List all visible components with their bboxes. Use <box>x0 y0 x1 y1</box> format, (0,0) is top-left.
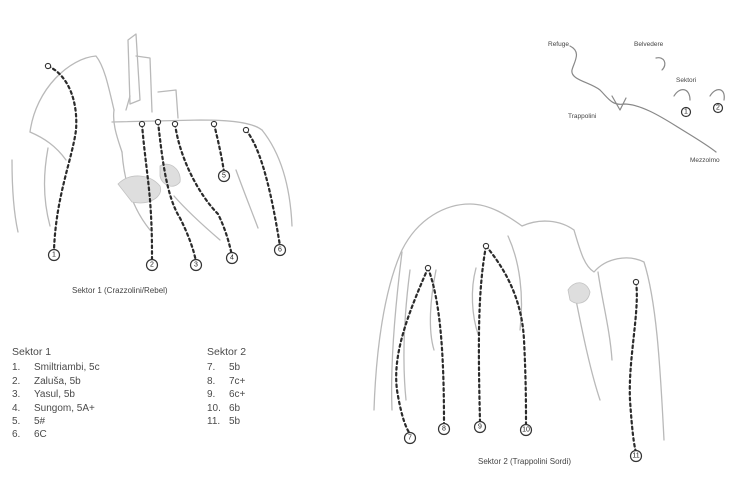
route-4-line <box>173 122 234 258</box>
route-11-line <box>628 280 638 454</box>
approach-map: Refuge Belvedere Sektori Trappolini Mezz… <box>548 41 725 164</box>
map-label-bottom-right: Mezzolmo <box>690 157 720 164</box>
sector2-rock-outline <box>373 203 665 441</box>
map-marker-1: 1 <box>680 106 692 118</box>
route-3-line <box>156 120 198 264</box>
legend-route-3: 3.Yasul, 5b <box>12 389 75 401</box>
svg-text:5: 5 <box>222 173 226 180</box>
sector1-routes <box>44 62 282 264</box>
route-6-top <box>242 126 250 134</box>
route-5-top <box>210 120 218 128</box>
route-marker-4: 4 <box>225 251 239 265</box>
legend-route-7: 7.5b <box>207 362 241 374</box>
route-marker-11: 11 <box>629 449 643 463</box>
route-marker-7: 7 <box>403 431 417 445</box>
svg-text:8: 8 <box>442 426 446 433</box>
route-marker-3: 3 <box>189 258 203 272</box>
svg-text:2: 2 <box>150 262 154 269</box>
route-5-line <box>212 122 226 174</box>
legend-route-5: 5.5# <box>12 416 46 428</box>
route-1-line <box>46 64 78 252</box>
legend-route-11: 11.5b <box>207 416 241 428</box>
legend-route-2: 2.Zaluša, 5b <box>12 375 81 387</box>
svg-text:11: 11 <box>632 453 639 460</box>
route-8-line <box>426 266 446 426</box>
map-label-top-middle: Belvedere <box>634 41 664 48</box>
map-marker-2: 2 <box>712 102 724 114</box>
route-3-top <box>154 118 162 126</box>
legend-route-1: 1.Smiltriambi, 5c <box>12 362 100 374</box>
route-9-10-top <box>482 242 490 250</box>
route-6-line <box>244 128 282 248</box>
legend-route-6: 6.6C <box>12 429 47 441</box>
svg-text:4: 4 <box>230 255 234 262</box>
route-11-top <box>632 278 640 286</box>
route-marker-6: 6 <box>273 243 287 257</box>
legend-route-8: 8.7c+ <box>207 375 246 387</box>
svg-text:3: 3 <box>194 262 198 269</box>
route-marker-5: 5 <box>217 169 231 183</box>
route-2-top <box>138 120 146 128</box>
route-9-line <box>477 244 488 424</box>
map-label-right-middle: Sektori <box>676 77 696 84</box>
legend-route-10: 10.6b <box>207 402 241 414</box>
svg-text:10: 10 <box>522 427 530 434</box>
sector1-markers: 1 2 3 4 5 6 <box>47 169 287 272</box>
route-marker-10: 10 <box>519 423 533 437</box>
map-label-middle: Trappolini <box>568 113 596 120</box>
legend-route-9: 9.6c+ <box>207 389 246 401</box>
sector2-markers: 7 8 9 10 11 <box>403 420 643 463</box>
route-marker-2: 2 <box>145 258 159 272</box>
svg-text:2: 2 <box>716 105 720 112</box>
route-10-line <box>484 244 528 428</box>
sector1-legend: Sektor 1 1.Smiltriambi, 5c 2.Zaluša, 5b … <box>12 346 100 442</box>
svg-text:7: 7 <box>408 435 412 442</box>
route-7-line <box>395 266 430 436</box>
sector1-rock-outline <box>11 33 293 241</box>
route-1-top <box>44 62 52 70</box>
route-marker-9: 9 <box>473 420 487 434</box>
route-4-top <box>171 120 179 128</box>
route-2-line <box>140 122 154 264</box>
sector1-caption: Sektor 1 (Crazzolini/Rebel) <box>72 286 168 295</box>
svg-text:6: 6 <box>278 247 282 254</box>
sector2-legend-title: Sektor 2 <box>207 346 247 358</box>
svg-text:1: 1 <box>52 252 56 259</box>
sector2-legend: Sektor 2 7.5b 8.7c+ 9.6c+ 10.6b 11.5b <box>207 346 246 428</box>
svg-text:9: 9 <box>478 424 482 431</box>
sector2-caption: Sektor 2 (Trappolini Sordi) <box>478 457 571 466</box>
legend-route-4: 4.Sungom, 5A+ <box>12 402 95 414</box>
svg-text:1: 1 <box>684 109 688 116</box>
sector1-legend-title: Sektor 1 <box>12 346 52 358</box>
route-marker-1: 1 <box>47 248 61 262</box>
route-marker-8: 8 <box>437 422 451 436</box>
sector2-routes <box>395 242 640 454</box>
route-7-8-top <box>424 264 432 272</box>
map-label-top-left: Refuge <box>548 41 569 48</box>
